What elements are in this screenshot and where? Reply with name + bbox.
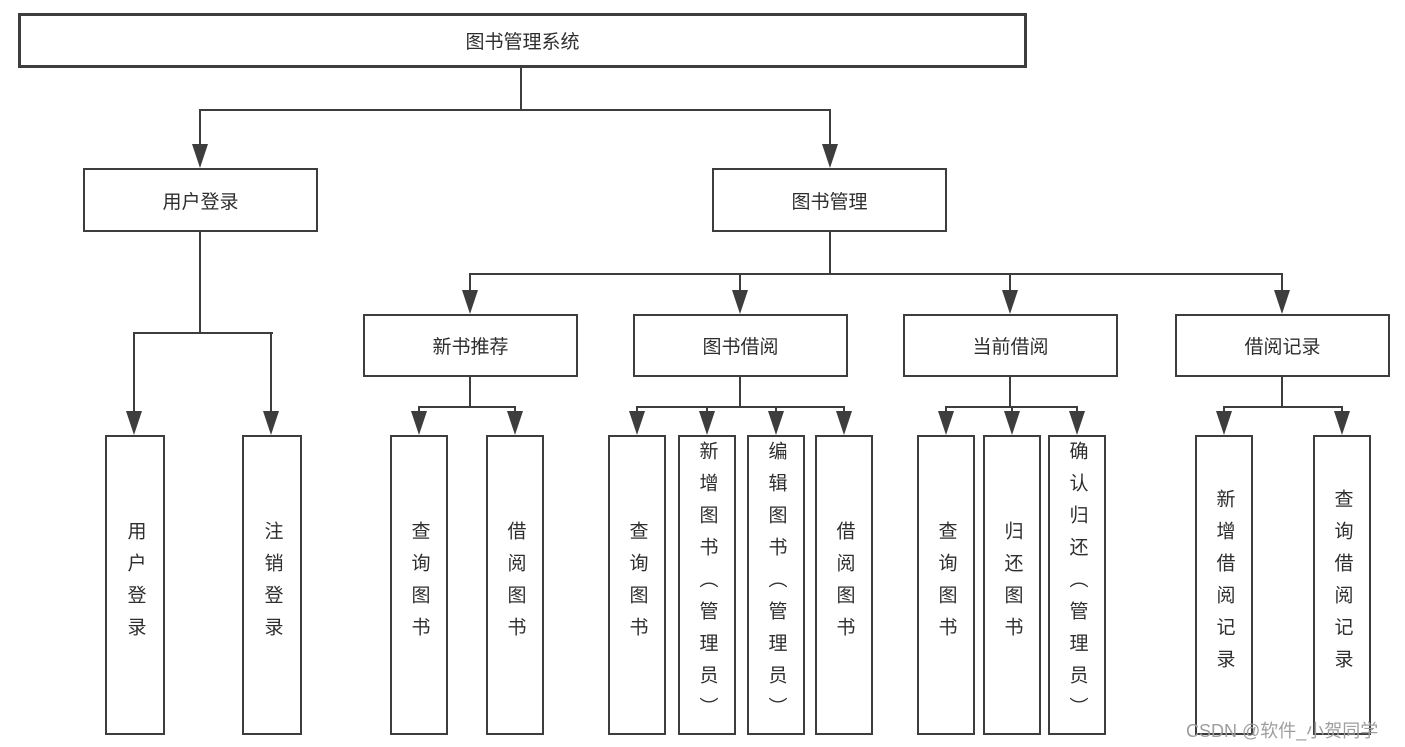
arrow-down-icon xyxy=(1002,290,1018,314)
arrow-down-icon xyxy=(938,411,954,435)
connector-line xyxy=(1009,273,1011,293)
node-book-management: 图书管理 xyxy=(712,168,947,232)
node-library-management-system: 图书管理系统 xyxy=(18,13,1027,68)
node-label: 新书推荐 xyxy=(432,337,509,358)
connector-line xyxy=(1076,406,1078,415)
leaf-label: 查询图书 xyxy=(626,521,648,649)
node-label: 用户登录 xyxy=(162,191,239,213)
leaf-label: 新增借阅记录 xyxy=(1213,489,1235,681)
connector-line xyxy=(270,332,272,414)
leaf-label: 查询图书 xyxy=(935,521,957,649)
leaf-borrowing-borrow-books: 借阅图书 xyxy=(815,435,873,735)
connector-line xyxy=(829,232,831,275)
node-label: 图书借阅 xyxy=(702,337,779,358)
arrow-down-icon xyxy=(822,144,838,168)
arrow-down-icon xyxy=(1334,411,1350,435)
leaf-recommend-borrow-books: 借阅图书 xyxy=(486,435,544,735)
connector-line xyxy=(520,68,522,111)
connector-line xyxy=(469,273,1283,275)
arrow-down-icon xyxy=(126,411,142,435)
leaf-borrowing-add-books-admin: 新增图书（管理员） xyxy=(678,435,736,735)
arrow-down-icon xyxy=(263,411,279,435)
arrow-down-icon xyxy=(1004,411,1020,435)
arrow-down-icon xyxy=(462,290,478,314)
connector-line xyxy=(1011,406,1013,415)
connector-line xyxy=(739,377,741,408)
connector-line xyxy=(1009,377,1011,408)
connector-line xyxy=(1281,273,1283,293)
connector-line xyxy=(469,273,471,293)
arrow-down-icon xyxy=(1216,411,1232,435)
node-new-book-recommend: 新书推荐 xyxy=(363,314,578,377)
connector-line xyxy=(829,109,831,148)
arrow-down-icon xyxy=(1069,411,1085,435)
connector-line xyxy=(199,109,831,111)
leaf-label: 借阅图书 xyxy=(504,521,526,649)
node-user-login: 用户登录 xyxy=(83,168,318,232)
connector-line xyxy=(636,406,638,415)
leaf-label: 用户登录 xyxy=(124,521,146,649)
leaf-logout: 注销登录 xyxy=(242,435,302,735)
connector-line xyxy=(133,332,273,334)
leaf-label: 查询借阅记录 xyxy=(1331,489,1353,681)
leaf-label: 确认归还（管理员） xyxy=(1066,441,1088,729)
leaf-user-login: 用户登录 xyxy=(105,435,165,735)
leaf-current-query-books: 查询图书 xyxy=(917,435,975,735)
leaf-label: 归还图书 xyxy=(1001,521,1023,649)
connector-line xyxy=(418,406,420,415)
connector-line xyxy=(636,406,845,408)
connector-line xyxy=(1223,406,1343,408)
leaf-label: 新增图书（管理员） xyxy=(696,441,718,729)
node-label: 图书管理 xyxy=(791,191,868,213)
arrow-down-icon xyxy=(507,411,523,435)
node-borrowing-records: 借阅记录 xyxy=(1175,314,1390,377)
connector-line xyxy=(418,406,516,408)
connector-line xyxy=(1281,377,1283,408)
connector-line xyxy=(133,332,135,414)
arrow-down-icon xyxy=(629,411,645,435)
connector-line xyxy=(469,377,471,408)
node-label: 当前借阅 xyxy=(972,337,1049,358)
connector-line xyxy=(199,109,201,148)
arrow-down-icon xyxy=(1274,290,1290,314)
arrow-down-icon xyxy=(732,290,748,314)
arrow-down-icon xyxy=(699,411,715,435)
node-label: 借阅记录 xyxy=(1244,337,1321,358)
leaf-label: 借阅图书 xyxy=(833,521,855,649)
node-label: 图书管理系统 xyxy=(465,32,580,53)
leaf-recommend-query-books: 查询图书 xyxy=(390,435,448,735)
connector-line xyxy=(739,273,741,293)
leaf-label: 编辑图书（管理员） xyxy=(765,441,787,729)
node-book-borrowing: 图书借阅 xyxy=(633,314,848,377)
connector-line xyxy=(1223,406,1225,415)
node-current-borrowing: 当前借阅 xyxy=(903,314,1118,377)
connector-line xyxy=(775,406,777,415)
leaf-label: 注销登录 xyxy=(261,521,283,649)
arrow-down-icon xyxy=(836,411,852,435)
arrow-down-icon xyxy=(192,144,208,168)
arrow-down-icon xyxy=(411,411,427,435)
leaf-records-query-record: 查询借阅记录 xyxy=(1313,435,1371,735)
arrow-down-icon xyxy=(768,411,784,435)
leaf-current-confirm-return-admin: 确认归还（管理员） xyxy=(1048,435,1106,735)
connector-line xyxy=(1341,406,1343,415)
csdn-watermark: CSDN @软件_小贺同学 xyxy=(1186,721,1379,741)
connector-line xyxy=(843,406,845,415)
connector-line xyxy=(514,406,516,415)
leaf-borrowing-query-books: 查询图书 xyxy=(608,435,666,735)
leaf-current-return-books: 归还图书 xyxy=(983,435,1041,735)
leaf-label: 查询图书 xyxy=(408,521,430,649)
connector-line xyxy=(199,232,201,334)
connector-line xyxy=(945,406,947,415)
connector-line xyxy=(706,406,708,415)
leaf-borrowing-edit-books-admin: 编辑图书（管理员） xyxy=(747,435,805,735)
leaf-records-add-record: 新增借阅记录 xyxy=(1195,435,1253,735)
